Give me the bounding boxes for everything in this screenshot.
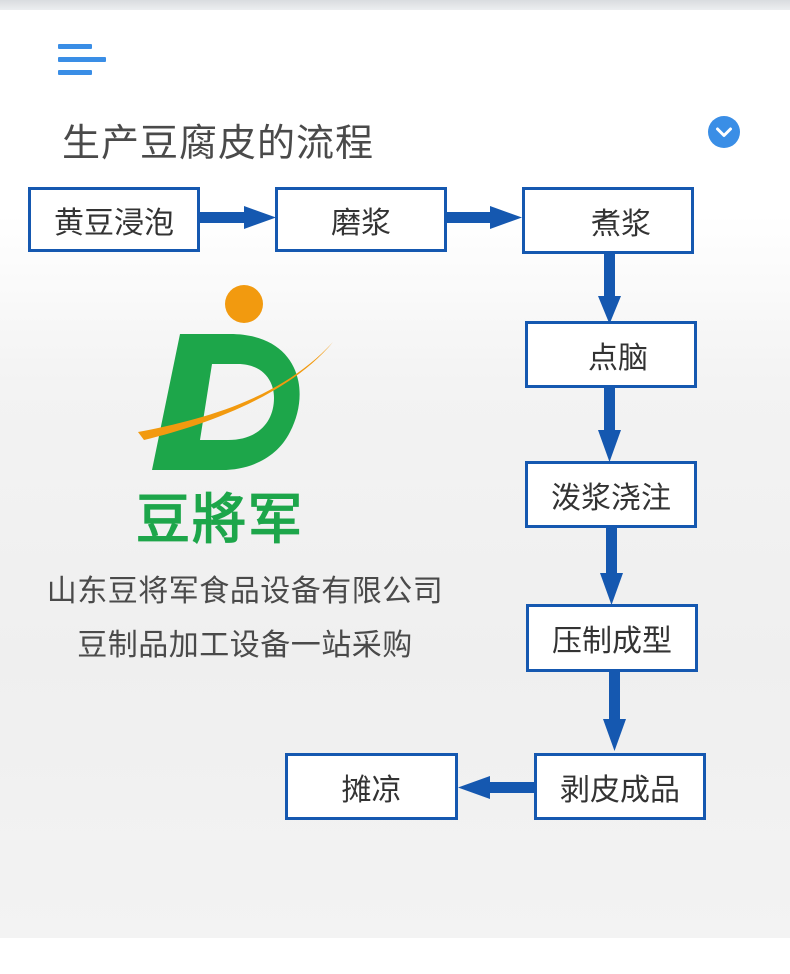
step-press: 压制成型	[526, 604, 698, 672]
step-pour-label: 泼浆浇注	[551, 480, 671, 516]
step-coagulate: 点脑	[525, 321, 697, 388]
step-coagulate-label: 点脑	[588, 340, 648, 376]
step-press-label: 压制成型	[552, 624, 672, 659]
arrow-boil-to-coagulate	[604, 252, 615, 296]
arrow-pour-to-press	[606, 527, 617, 573]
step-peel-label: 剥皮成品	[560, 772, 680, 808]
arrow-grind-to-boil	[446, 212, 490, 223]
arrow-head-grind-to-boil	[490, 206, 522, 229]
company-name: 山东豆将军食品设备有限公司	[46, 574, 444, 609]
step-boil-label: 煮浆	[591, 206, 651, 242]
step-soak-label: 黄豆浸泡	[54, 205, 174, 241]
arrow-coagulate-to-pour	[604, 386, 615, 430]
step-cool-label: 摊凉	[341, 772, 402, 808]
step-grind-label: 磨浆	[331, 205, 391, 241]
step-peel: 剥皮成品	[534, 753, 706, 820]
top-strip	[0, 0, 790, 10]
page-title: 生产豆腐皮的流程	[62, 121, 375, 165]
chevron-down-circle-icon[interactable]	[708, 116, 740, 148]
company-slogan: 豆制品加工设备一站采购	[77, 628, 413, 663]
bottom-strip	[0, 938, 790, 974]
arrow-head-pour-to-press	[600, 573, 623, 605]
arrow-head-boil-to-coagulate	[598, 296, 621, 324]
doujiangjun-logo-icon: 豆將军	[136, 285, 333, 551]
arrow-head-press-to-peel	[603, 719, 626, 751]
step-cool: 摊凉	[285, 753, 458, 820]
arrow-head-soak-to-grind	[244, 206, 276, 229]
arrow-head-peel-to-cool	[458, 776, 490, 799]
arrow-peel-to-cool	[490, 782, 536, 793]
hamburger-menu-icon[interactable]	[58, 44, 106, 80]
step-pour: 泼浆浇注	[525, 461, 697, 528]
step-soak: 黄豆浸泡	[28, 187, 200, 252]
svg-text:豆將军: 豆將军	[136, 488, 304, 551]
arrow-head-coagulate-to-pour	[598, 430, 621, 462]
step-boil: 煮浆	[522, 187, 694, 254]
arrow-press-to-peel	[609, 671, 620, 719]
arrow-soak-to-grind	[199, 212, 244, 223]
step-grind: 磨浆	[275, 187, 447, 252]
